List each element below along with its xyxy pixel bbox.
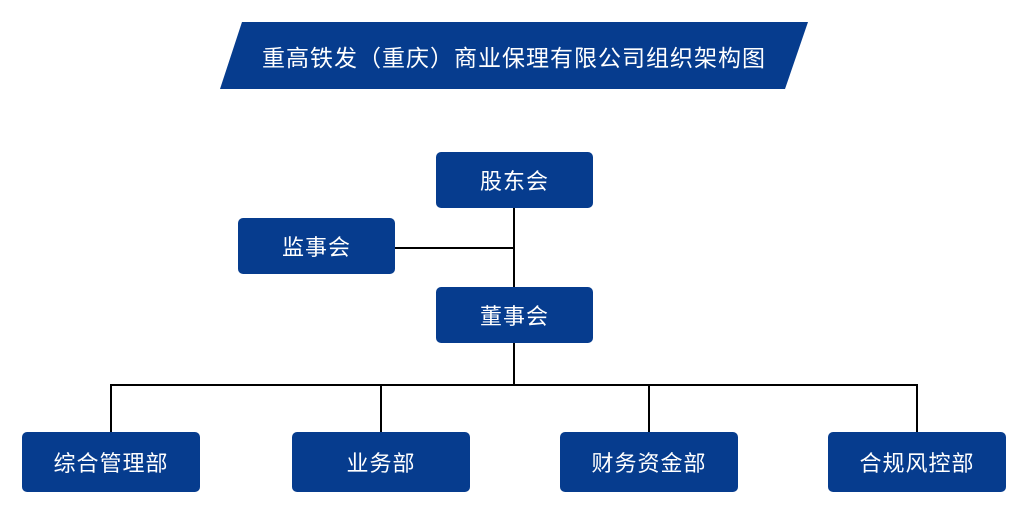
org-node-supervisors[interactable]: 监事会 bbox=[238, 218, 395, 274]
org-node-department-compliance-risk[interactable]: 合规风控部 bbox=[828, 432, 1006, 492]
connector-department-bus bbox=[110, 384, 918, 386]
org-node-department-compliance-risk-label: 合规风控部 bbox=[859, 451, 975, 476]
title-banner-shape bbox=[220, 22, 808, 89]
org-node-shareholders[interactable]: 股东会 bbox=[436, 152, 593, 208]
org-node-department-finance-funds[interactable]: 财务资金部 bbox=[560, 432, 738, 492]
org-node-directors-label: 董事会 bbox=[479, 304, 549, 329]
org-node-supervisors-label: 监事会 bbox=[281, 235, 351, 260]
connector-drop-department-2 bbox=[380, 384, 382, 432]
connector-drop-department-4 bbox=[916, 384, 918, 432]
connector-supervisors-to-trunk bbox=[395, 247, 514, 249]
connector-drop-department-3 bbox=[648, 384, 650, 432]
connector-shareholders-to-directors bbox=[513, 208, 515, 287]
org-node-shareholders-label: 股东会 bbox=[479, 169, 549, 194]
connector-directors-to-bus bbox=[513, 343, 515, 385]
org-node-department-business-label: 业务部 bbox=[346, 451, 416, 476]
org-node-department-general-management[interactable]: 综合管理部 bbox=[22, 432, 200, 492]
org-node-department-finance-funds-label: 财务资金部 bbox=[591, 451, 707, 476]
org-node-directors[interactable]: 董事会 bbox=[436, 287, 593, 343]
title-banner: 重高铁发（重庆）商业保理有限公司组织架构图 bbox=[220, 22, 808, 89]
org-node-department-general-management-label: 综合管理部 bbox=[53, 451, 169, 476]
connector-drop-department-1 bbox=[110, 384, 112, 432]
org-node-department-business[interactable]: 业务部 bbox=[292, 432, 470, 492]
